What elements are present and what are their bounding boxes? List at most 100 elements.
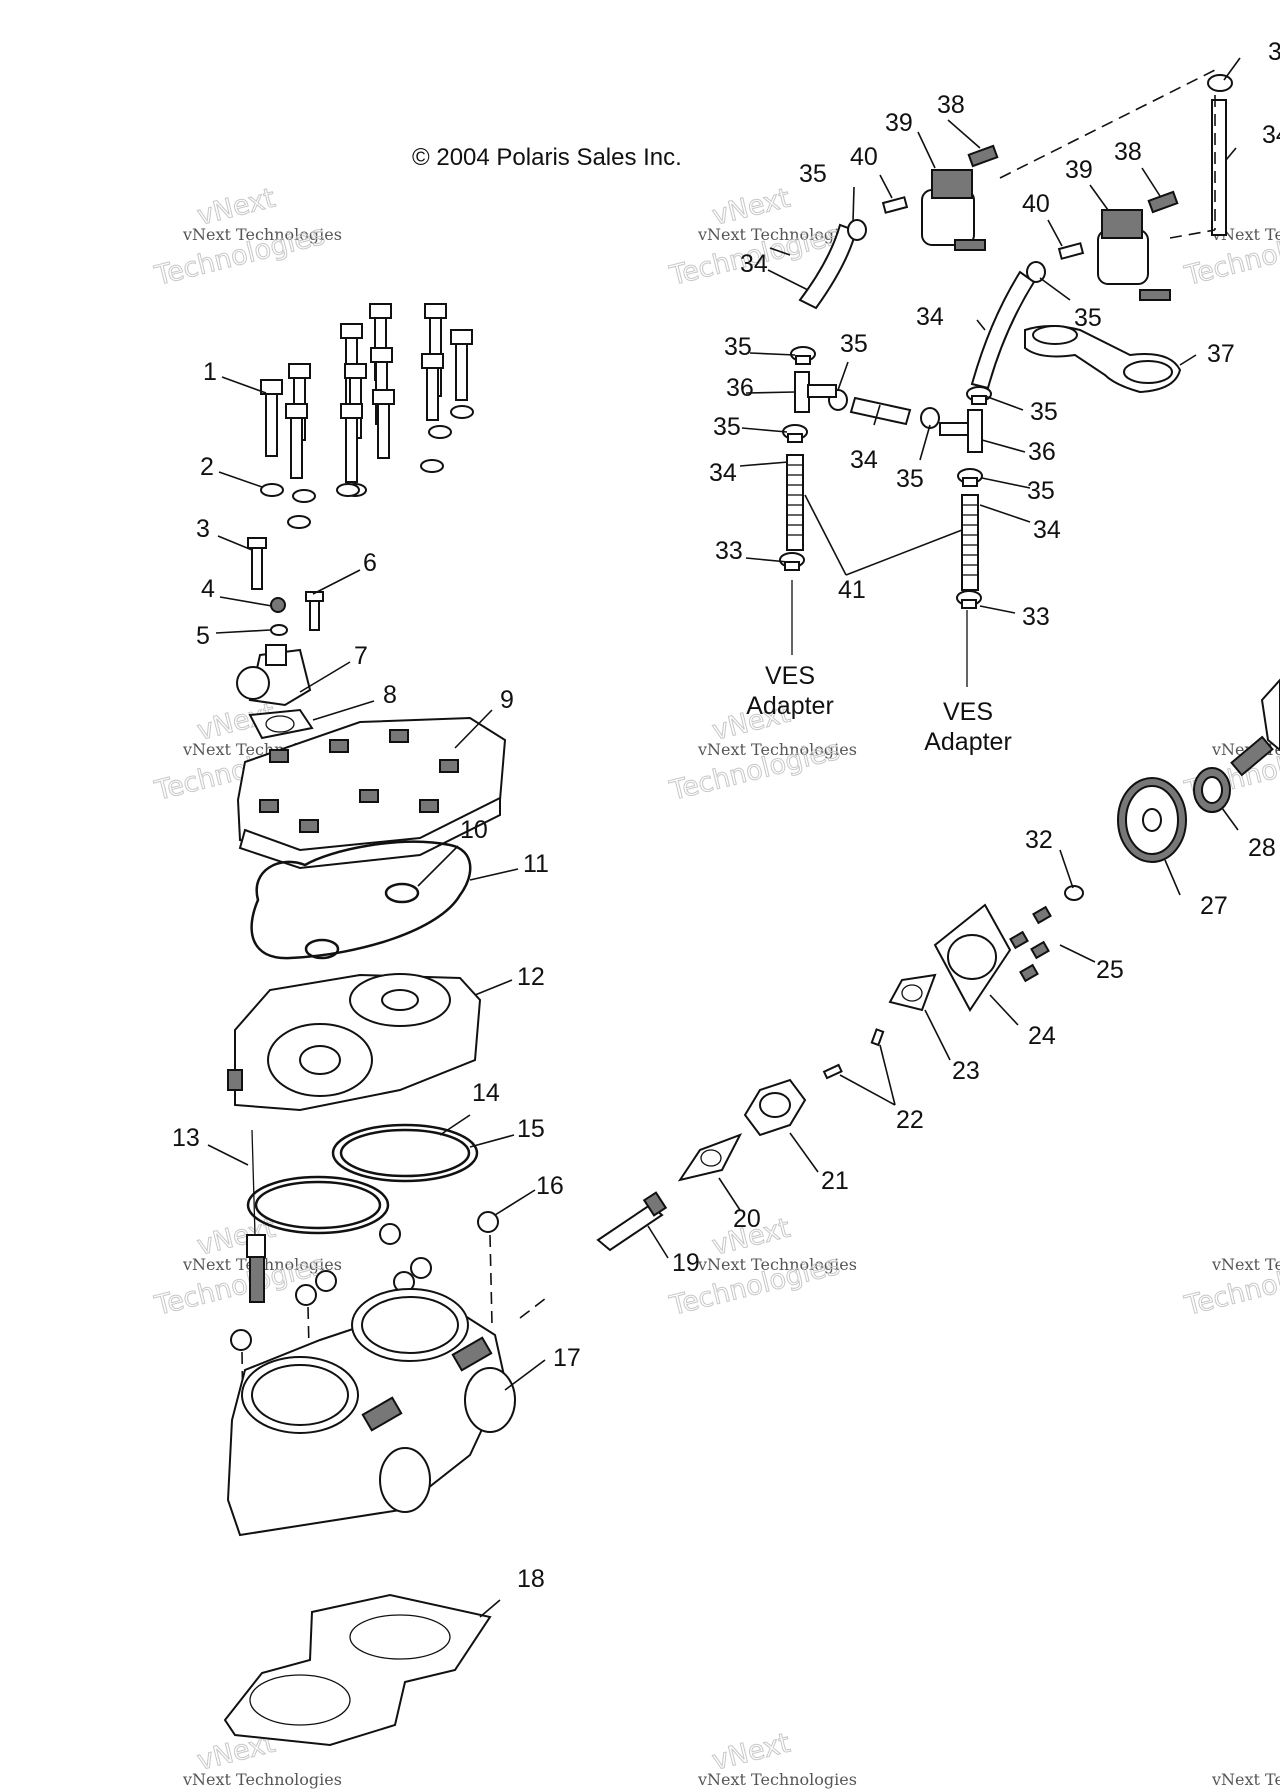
callout-19: 19 bbox=[672, 1249, 700, 1277]
screws-25 bbox=[1009, 905, 1052, 983]
callout-11: 11 bbox=[523, 850, 549, 878]
callout-35-b: 35 bbox=[724, 333, 752, 361]
cylinder-head-bolts bbox=[260, 303, 474, 529]
callout-33-right: 33 bbox=[1022, 603, 1050, 631]
callout-35-f: 35 bbox=[1030, 398, 1058, 426]
callout-39-left: 39 bbox=[885, 109, 913, 137]
callout-35-h: 35 bbox=[1074, 304, 1102, 332]
head-gasket-14-15 bbox=[331, 1123, 479, 1183]
washer-5 bbox=[270, 624, 288, 636]
hose-34-middle bbox=[849, 396, 912, 426]
watermark: vNext vNext Technologies Technologies bbox=[151, 182, 342, 292]
callout-34-f: 34 bbox=[1262, 121, 1280, 149]
gasket-8 bbox=[248, 708, 314, 740]
callout-35-g: 35 bbox=[1027, 477, 1055, 505]
cylinder-nuts bbox=[230, 1211, 499, 1351]
copyright-notice: © 2004 Polaris Sales Inc. bbox=[412, 144, 682, 171]
callout-21: 21 bbox=[821, 1167, 849, 1195]
leader-lines bbox=[207, 57, 1241, 1618]
callout-38-right: 38 bbox=[1114, 138, 1142, 166]
callout-15: 15 bbox=[517, 1115, 545, 1143]
cylinder-head-cover bbox=[236, 716, 507, 870]
callout-34-c: 34 bbox=[850, 446, 878, 474]
callout-35-i: 35 bbox=[1268, 38, 1280, 66]
valve-cover-24 bbox=[933, 903, 1012, 1012]
callout-18: 18 bbox=[517, 1565, 545, 1593]
callout-25: 25 bbox=[1096, 956, 1124, 984]
solenoid-39-right bbox=[1097, 209, 1171, 301]
callout-13: 13 bbox=[172, 1124, 200, 1152]
callout-2: 2 bbox=[200, 453, 214, 481]
base-gasket bbox=[223, 1593, 492, 1747]
washer-32 bbox=[1064, 885, 1084, 901]
svg-text:vNext Technologies: vNext Technologies bbox=[697, 1770, 857, 1789]
svg-text:VES: VES bbox=[943, 698, 993, 726]
temperature-sensor bbox=[246, 1129, 266, 1303]
callout-10: 10 bbox=[460, 816, 488, 844]
callout-12: 12 bbox=[517, 963, 545, 991]
callout-39-right: 39 bbox=[1065, 156, 1093, 184]
callout-33-left: 33 bbox=[715, 537, 743, 565]
callout-36-left: 36 bbox=[726, 374, 754, 402]
cover-edge bbox=[1260, 678, 1280, 752]
valve-housing-21 bbox=[743, 1078, 807, 1137]
fitting-40-right bbox=[1057, 242, 1085, 260]
connector-38-right bbox=[1147, 190, 1179, 214]
watermark: vNext vNext Technologies bbox=[697, 1727, 857, 1789]
callout-20: 20 bbox=[733, 1205, 761, 1233]
corrugated-hose-right bbox=[961, 494, 979, 591]
callout-35-c: 35 bbox=[840, 330, 868, 358]
ves-adapter-label-right: VES Adapter bbox=[924, 698, 1012, 756]
fitting-40-left bbox=[881, 196, 909, 214]
svg-text:vNext Technologies: vNext Technologies bbox=[1211, 1255, 1280, 1274]
callout-22: 22 bbox=[896, 1106, 924, 1134]
callout-7: 7 bbox=[354, 642, 368, 670]
gasket-20 bbox=[677, 1133, 743, 1182]
callout-5: 5 bbox=[196, 622, 210, 650]
callout-24: 24 bbox=[1028, 1022, 1056, 1050]
callout-28: 28 bbox=[1248, 834, 1276, 862]
callout-34-b: 34 bbox=[916, 303, 944, 331]
callout-23: 23 bbox=[952, 1057, 980, 1085]
callouts: 1 2 3 4 5 6 7 8 9 10 11 12 13 14 15 16 1… bbox=[172, 38, 1280, 1593]
gasket-23 bbox=[888, 973, 937, 1012]
callout-34-a: 34 bbox=[740, 250, 768, 278]
spring-28 bbox=[1193, 735, 1274, 813]
callout-17: 17 bbox=[553, 1344, 581, 1372]
callout-1: 1 bbox=[203, 358, 217, 386]
watermark: vNext Technologies bbox=[1211, 1770, 1280, 1789]
head-gasket-lower bbox=[246, 1175, 390, 1235]
cylinder-head bbox=[227, 973, 482, 1112]
callout-36-right: 36 bbox=[1028, 438, 1056, 466]
callout-6: 6 bbox=[363, 549, 377, 577]
svg-text:vNext Technologies: vNext Technologies bbox=[182, 1770, 342, 1789]
callout-40-right: 40 bbox=[1022, 190, 1050, 218]
cylinder-block bbox=[226, 1288, 516, 1537]
svg-text:vNext Technologies: vNext Technologies bbox=[1211, 225, 1280, 244]
tee-36-left bbox=[794, 371, 837, 413]
svg-text:vNext Technologies: vNext Technologies bbox=[1211, 1770, 1280, 1789]
rave-valve-assembly bbox=[596, 678, 1280, 1252]
svg-text:Adapter: Adapter bbox=[924, 728, 1012, 756]
bracket-37 bbox=[1024, 325, 1182, 394]
screws-22 bbox=[822, 1028, 885, 1080]
callout-3: 3 bbox=[196, 515, 210, 543]
callout-32: 32 bbox=[1025, 826, 1053, 854]
callout-41: 41 bbox=[838, 576, 866, 604]
solenoid-39-left bbox=[921, 169, 986, 251]
callout-4: 4 bbox=[201, 575, 215, 603]
head-gasket-oring bbox=[250, 840, 472, 960]
callout-37: 37 bbox=[1207, 340, 1235, 368]
diaphragm-27 bbox=[1117, 777, 1187, 863]
callout-35-d: 35 bbox=[713, 413, 741, 441]
svg-text:vNext Technologies: vNext Technologies bbox=[697, 225, 857, 244]
callout-38-left: 38 bbox=[937, 91, 965, 119]
tee-36-right bbox=[939, 409, 983, 453]
bolt-6 bbox=[305, 591, 324, 631]
callout-35-e: 35 bbox=[896, 465, 924, 493]
svg-text:vNext Technologies: vNext Technologies bbox=[697, 740, 857, 759]
callout-14: 14 bbox=[472, 1079, 500, 1107]
ves-adapter-label-left: VES Adapter bbox=[746, 662, 834, 720]
thermostat-housing bbox=[236, 644, 312, 707]
watermark: vNext Technologies Technologies bbox=[1181, 1249, 1280, 1322]
